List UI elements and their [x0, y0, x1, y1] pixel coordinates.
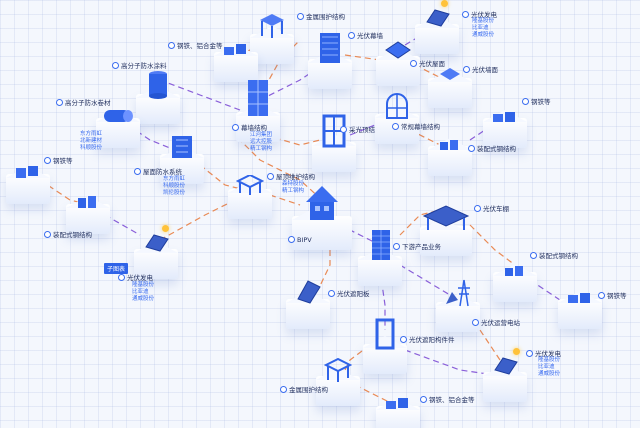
frame-structure-icon	[236, 175, 264, 195]
frame-structure-icon	[260, 14, 284, 38]
line-sunpart-pvbottom	[404, 349, 496, 376]
prefab-frame-icon	[78, 196, 96, 208]
building-icon	[320, 33, 340, 63]
label-lighting-top: 采光顶结构	[340, 124, 382, 134]
label-steel-left: 钢铁等	[44, 155, 73, 165]
steel-blocks-icon	[16, 166, 38, 178]
line-regular-prefab	[409, 129, 451, 151]
label-polymer-coating: 高分子防水涂料	[112, 60, 167, 70]
label-polymer-roll: 高分子防水卷材	[56, 97, 111, 107]
label-pv-transmission: 光伏运营电站	[472, 317, 520, 327]
solar-panel-icon	[494, 357, 518, 375]
label-pv-power-bottom: 光伏发电	[526, 348, 561, 358]
roll-icon	[104, 110, 133, 122]
subs-pv-power-bottom: 隆基股份比亚迪通威股份	[538, 357, 561, 377]
subs-enclosure: 森特股份精工钢构	[282, 181, 305, 194]
steel-blocks-icon	[493, 112, 515, 122]
line-metal-steel-bottom	[354, 384, 406, 411]
label-prefab-steel-right-top: 装配式钢结构	[468, 143, 516, 153]
arch-window-icon	[386, 93, 408, 119]
label-pv-sunshade-board: 光伏遮阳板	[328, 288, 370, 298]
label-metal-roof-top: 金属围护结构	[297, 11, 345, 21]
label-pv-wall: 光伏墙面	[463, 64, 498, 74]
subs-pv-power-top: 隆基股份比亚迪通威股份	[472, 18, 495, 38]
panel-stack-icon	[372, 230, 390, 260]
window-frame-icon	[375, 318, 395, 350]
line-pvpower-enclosure	[159, 199, 236, 241]
prefab-frame-icon	[440, 140, 458, 150]
label-pv-sunshade-part: 光伏遮阳构件件	[400, 334, 455, 344]
subsystem-tag[interactable]: 子图表	[104, 263, 129, 274]
label-pv-carport: 光伏车棚	[474, 203, 509, 213]
label-pv-power-top: 光伏发电	[462, 9, 497, 19]
label-downstream: 下游产品业务	[393, 241, 441, 251]
line-enclosure-bipv	[269, 194, 301, 206]
steel-blocks-icon	[224, 44, 246, 55]
solar-panel-icon	[426, 9, 450, 27]
house-icon	[306, 186, 338, 220]
subs-roof-waterproof: 东方雨虹科顺股份凯伦股份	[163, 176, 186, 196]
line-pvroof-wall	[414, 64, 446, 81]
barrel-icon	[149, 71, 167, 99]
label-curtain-structure: 幕墙结构	[232, 122, 267, 132]
label-pv-curtain: 光伏幕墙	[348, 30, 383, 40]
line-prefab-pvpower	[104, 214, 141, 236]
curtain-glass-icon	[248, 80, 268, 116]
label-pv-roof: 光伏屋面	[410, 58, 445, 68]
label-bipv: BIPV	[288, 236, 312, 244]
line-curtain-coating	[159, 79, 241, 111]
line-bipv-sunshade	[317, 240, 331, 291]
transmission-tower-icon	[446, 279, 470, 307]
label-steel-right-mid: 钢铁等	[598, 290, 627, 300]
line-prefabr-steel	[529, 279, 561, 301]
building-block-icon	[172, 136, 192, 158]
subs-polymer-roll: 东方雨虹北新建材科顺股份	[80, 131, 103, 151]
label-steel-alu-bottom: 钢铁、铝合金等	[420, 394, 475, 404]
label-enclosure: 屋顶维护结构	[267, 171, 315, 181]
tilted-panel-icon	[297, 280, 321, 304]
label-roof-waterproof: 屋面防水系统	[134, 166, 182, 176]
solar-panel-icon	[145, 234, 169, 252]
carport-icon	[422, 205, 470, 230]
label-steel-right-top: 钢铁等	[522, 96, 551, 106]
wall-panel-icon	[440, 68, 460, 80]
steel-blocks-icon	[386, 398, 408, 409]
label-metal-bottom: 金属围护结构	[280, 384, 328, 394]
line-steel-prefab-left	[39, 179, 91, 206]
label-prefab-steel-right-mid: 装配式钢结构	[530, 250, 578, 260]
sun-icon	[162, 225, 169, 232]
sun-icon	[441, 0, 448, 7]
label-prefab-steel-left: 装配式钢结构	[44, 229, 92, 239]
line-curtain-pvcurt	[259, 59, 331, 101]
line-bipv-curtain	[239, 139, 323, 201]
label-regular-curtain: 常规幕墙结构	[392, 121, 440, 131]
steel-blocks-icon	[568, 293, 590, 303]
roof-panel-icon	[385, 41, 411, 59]
line-carport-prefabr	[469, 224, 516, 266]
prefab-frame-icon	[505, 266, 523, 276]
subs-curtain-structure: 江河集团远大控股精工钢构	[250, 132, 273, 152]
label-steel-alu-top: 钢铁、铝合金等	[168, 40, 223, 50]
sun-icon	[513, 348, 520, 355]
subs-pv-power-left: 隆基股份比亚迪通威股份	[132, 282, 155, 302]
frame-structure-icon	[324, 358, 352, 382]
label-pv-power-left: 光伏发电	[118, 272, 153, 282]
